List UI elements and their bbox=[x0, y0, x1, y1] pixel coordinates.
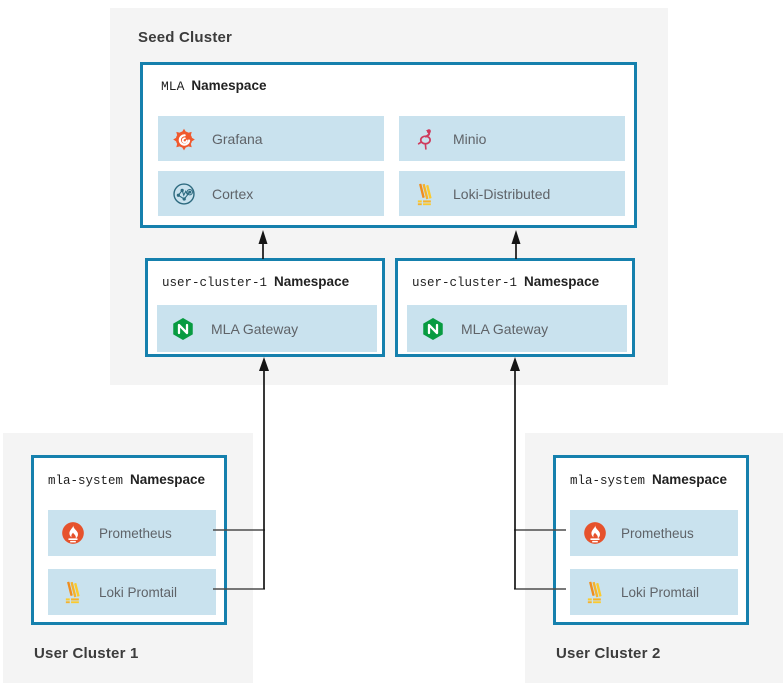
mla-system-namespace-header: mla-system Namespace bbox=[48, 472, 205, 488]
component-loki-distributed: Loki-Distributed bbox=[399, 171, 625, 216]
user-cluster-1-box: mla-system Namespace Prometheus Loki Pro… bbox=[3, 433, 253, 683]
component-label: Grafana bbox=[212, 130, 263, 147]
component-loki-promtail: Loki Promtail bbox=[48, 569, 216, 615]
component-label: Loki-Distributed bbox=[453, 185, 551, 202]
seed-cluster-title: Seed Cluster bbox=[138, 29, 233, 46]
namespace-word: Namespace bbox=[652, 472, 728, 487]
component-label: Loki Promtail bbox=[99, 584, 178, 600]
loki-icon bbox=[60, 579, 86, 605]
component-label: Loki Promtail bbox=[621, 584, 700, 600]
component-label: Cortex bbox=[212, 185, 254, 202]
component-cortex: Cortex bbox=[158, 171, 384, 216]
component-label: MLA Gateway bbox=[461, 320, 549, 337]
cortex-icon bbox=[171, 181, 197, 207]
mla-namespace-name: MLA bbox=[161, 79, 185, 94]
user-cluster-2-box: mla-system Namespace Prometheus Loki Pro… bbox=[525, 433, 783, 683]
prometheus-icon bbox=[582, 520, 608, 546]
namespace-word: Namespace bbox=[130, 472, 206, 487]
component-loki-promtail: Loki Promtail bbox=[570, 569, 738, 615]
grafana-icon bbox=[171, 126, 197, 152]
gateway-namespace-header: user-cluster-1 Namespace bbox=[162, 274, 349, 290]
user-cluster-2-title: User Cluster 2 bbox=[556, 645, 661, 662]
mla-system-namespace-name: mla-system bbox=[48, 474, 124, 488]
component-label: MLA Gateway bbox=[211, 320, 299, 337]
nginx-icon bbox=[420, 316, 446, 342]
gateway-namespace-box-2: user-cluster-1 Namespace MLA Gateway bbox=[395, 258, 635, 357]
component-prometheus: Prometheus bbox=[570, 510, 738, 556]
component-minio: Minio bbox=[399, 116, 625, 161]
component-prometheus: Prometheus bbox=[48, 510, 216, 556]
mla-system-namespace-box-1: mla-system Namespace Prometheus Loki Pro… bbox=[31, 455, 227, 625]
mla-system-namespace-name: mla-system bbox=[570, 474, 646, 488]
user-cluster-1-title: User Cluster 1 bbox=[34, 645, 139, 662]
namespace-word: Namespace bbox=[524, 274, 600, 289]
mla-namespace-box: MLA Namespace Grafana Minio Cortex Loki-… bbox=[140, 62, 637, 228]
component-grafana: Grafana bbox=[158, 116, 384, 161]
nginx-icon bbox=[170, 316, 196, 342]
loki-icon bbox=[582, 579, 608, 605]
component-label: Prometheus bbox=[99, 525, 172, 541]
namespace-word: Namespace bbox=[274, 274, 350, 289]
mla-namespace-header: MLA Namespace bbox=[161, 78, 266, 94]
gateway-namespace-name: user-cluster-1 bbox=[412, 276, 518, 290]
minio-icon bbox=[412, 126, 438, 152]
component-mla-gateway: MLA Gateway bbox=[407, 305, 627, 352]
loki-icon bbox=[412, 181, 438, 207]
component-mla-gateway: MLA Gateway bbox=[157, 305, 377, 352]
gateway-namespace-name: user-cluster-1 bbox=[162, 276, 268, 290]
namespace-word: Namespace bbox=[191, 78, 267, 93]
mla-system-namespace-box-2: mla-system Namespace Prometheus Loki Pro… bbox=[553, 455, 749, 625]
prometheus-icon bbox=[60, 520, 86, 546]
gateway-namespace-header: user-cluster-1 Namespace bbox=[412, 274, 599, 290]
component-label: Prometheus bbox=[621, 525, 694, 541]
gateway-namespace-box-1: user-cluster-1 Namespace MLA Gateway bbox=[145, 258, 385, 357]
mla-system-namespace-header: mla-system Namespace bbox=[570, 472, 727, 488]
component-label: Minio bbox=[453, 130, 487, 147]
